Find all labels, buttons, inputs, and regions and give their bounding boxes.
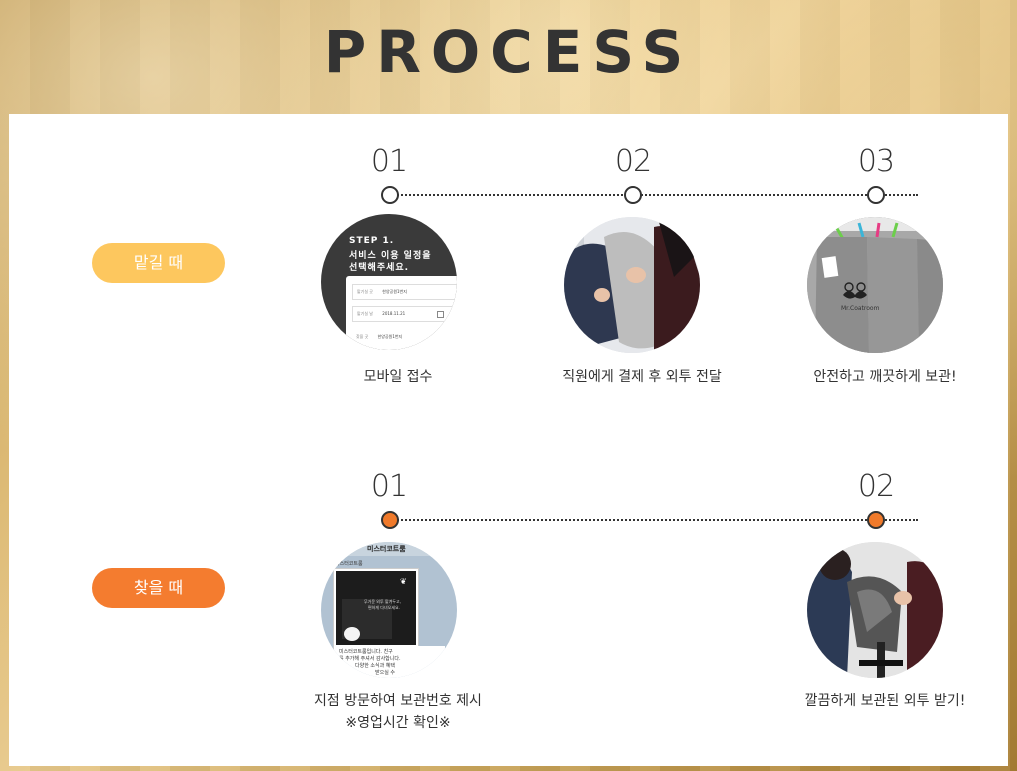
chat-message-line-2: 를 추가해 주셔서 감사합니다. <box>339 656 401 662</box>
drop-off-step-3-node <box>867 186 885 204</box>
mobile-step-subtitle-1: 서비스 이용 일정을 <box>349 251 432 261</box>
pick-up-step-2-node <box>867 511 885 529</box>
drop-off-step-2-number: 02 <box>614 144 652 179</box>
mobile-step-title: STEP 1. <box>349 236 395 246</box>
glove-shape <box>344 627 360 641</box>
pick-up-step-2-number: 02 <box>857 469 895 504</box>
drop-off-timeline <box>390 194 918 196</box>
garment-bags-illustration <box>807 217 943 353</box>
drop-off-label: 맡길 때 <box>92 243 225 283</box>
drop-off-step-1-node <box>381 186 399 204</box>
coat-return-illustration <box>807 542 943 678</box>
chat-message-line-4: 받으실 수 <box>375 670 395 676</box>
mobile-field-3-label: 찾을 곳 <box>356 334 369 339</box>
mobile-field-2-label: 맡기실 날 <box>357 311 373 316</box>
drop-off-step-3-caption: 안전하고 깨끗하게 보관! <box>813 369 957 385</box>
mobile-form-card: 맡기실 곳 한양공원1번지 맡기실 날 2018.11.21 찾을 곳 한양공원… <box>346 276 457 350</box>
drop-off-step-2-caption: 직원에게 결제 후 외투 전달 <box>562 369 722 385</box>
mobile-step-subtitle-2: 선택해주세요. <box>349 263 410 273</box>
chat-promo-card: ❦ 무거운 외투 맡겨두고, 편하게 다녀오세요. <box>333 568 419 652</box>
mobile-field-1-label: 맡기실 곳 <box>357 289 373 294</box>
page-title: PROCESS <box>323 18 694 86</box>
drop-off-step-3-number: 03 <box>857 144 895 179</box>
pick-up-step-1-caption: 지점 방문하여 보관번호 제시 <box>314 693 482 709</box>
brand-mark: Mr.Coatroom <box>841 305 880 312</box>
pick-up-step-2-caption: 깔끔하게 보관된 외투 받기! <box>804 693 966 709</box>
chat-message-line-1: 미스터코트룸입니다. 친구 <box>339 649 393 655</box>
mobile-booking-photo: STEP 1. 서비스 이용 일정을 선택해주세요. 맡기실 곳 한양공원1번지… <box>321 214 457 350</box>
promo-line-2: 편하게 다녀오세요. <box>368 605 400 610</box>
mobile-field-2: 맡기실 날 2018.11.21 <box>352 306 457 322</box>
chat-message-bubble: 미스터코트룸입니다. 친구 를 추가해 주셔서 감사합니다. 다양한 소식과 혜… <box>335 646 445 678</box>
coat-handover-photo <box>564 217 700 353</box>
pick-up-step-1-number: 01 <box>370 469 408 504</box>
garment-bag-storage-photo: Mr.Coatroom <box>807 217 943 353</box>
mobile-field-3-value: 한양공원1번지 <box>377 334 403 339</box>
coat-handover-illustration <box>564 217 700 353</box>
chat-header-bar <box>321 542 457 556</box>
pick-up-step-1-note: ※영업시간 확인※ <box>345 715 451 731</box>
mobile-field-3: 찾을 곳 한양공원1번지 <box>352 330 457 344</box>
drop-off-step-2-node <box>624 186 642 204</box>
kakao-chat-photo: 미스터코트룸 미스터코트룸 ❦ 무거운 외투 맡겨두고, 편하게 다녀오세요. … <box>321 542 457 678</box>
calendar-icon <box>437 311 444 318</box>
mobile-field-1-value: 한양공원1번지 <box>382 289 407 294</box>
mustache-icon: ❦ <box>400 577 407 586</box>
pick-up-label: 찾을 때 <box>92 568 225 608</box>
promo-line-1: 무거운 외투 맡겨두고, <box>364 599 401 604</box>
pick-up-step-1-node <box>381 511 399 529</box>
mobile-field-1: 맡기실 곳 한양공원1번지 <box>352 284 457 300</box>
coat-return-photo <box>807 542 943 678</box>
chat-message-line-3: 다양한 소식과 혜택 <box>355 663 395 669</box>
drop-off-step-1-caption: 모바일 접수 <box>363 369 433 385</box>
pick-up-timeline <box>390 519 918 521</box>
mobile-field-2-value: 2018.11.21 <box>382 311 406 316</box>
drop-off-step-1-number: 01 <box>370 144 408 179</box>
chat-header-title: 미스터코트룸 <box>367 545 406 553</box>
chat-sub-title: 미스터코트룸 <box>335 561 363 567</box>
